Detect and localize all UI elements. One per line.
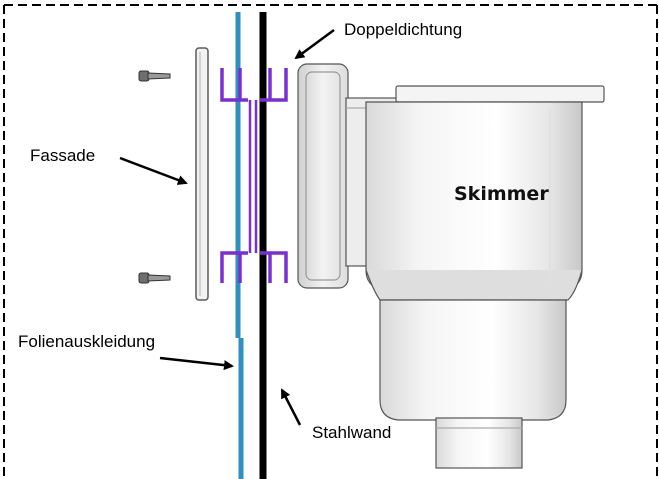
screw-icon-bottom <box>138 272 171 284</box>
label-folienauskleidung: Folienauskleidung <box>18 332 156 351</box>
dashed-border <box>3 4 659 479</box>
skimmer-body-icon <box>297 63 605 469</box>
label-stahlwand: Stahlwand <box>312 423 392 442</box>
double-gasket <box>220 68 288 283</box>
label-skimmer: Skimmer <box>454 183 549 205</box>
annotation-arrows <box>119 28 335 426</box>
label-fassade: Fassade <box>30 146 96 165</box>
arrow-stahlwand <box>280 388 302 426</box>
fassade-plate <box>195 47 209 301</box>
arrow-fassade <box>119 156 188 185</box>
screw-icon-top <box>138 70 171 82</box>
arrow-folienauskleidung <box>159 356 234 371</box>
liner-line <box>235 12 244 479</box>
label-doppeldichtung: Doppeldichtung <box>344 20 463 39</box>
arrow-doppeldichtung <box>294 28 335 60</box>
